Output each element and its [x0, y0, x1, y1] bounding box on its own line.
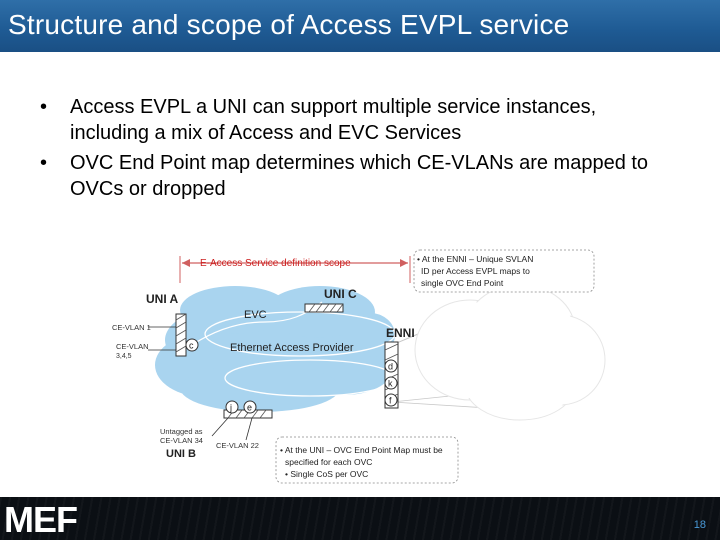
note-bottom-line-3: • Single CoS per OVC [285, 469, 368, 479]
title-bar: Structure and scope of Access EVPL servi… [0, 0, 720, 52]
uni-b-label: UNI B [166, 448, 196, 460]
footer-texture [0, 497, 720, 540]
bullet-marker: • [40, 150, 47, 176]
slide-title: Structure and scope of Access EVPL servi… [8, 9, 569, 41]
ce-vlan-22-line [246, 418, 252, 440]
bullet-list: • Access EVPL a UNI can support multiple… [40, 94, 680, 206]
network-diagram: E-Access Service definition scope EVC Et… [0, 240, 720, 496]
bullet-text: OVC End Point map determines which CE-VL… [70, 152, 648, 200]
page-number: 18 [694, 519, 706, 531]
note-bottom-line-2: specified for each OVC [285, 457, 372, 467]
untagged-label-1: Untagged as [160, 427, 203, 436]
provider-label: Ethernet Access Provider [230, 342, 354, 354]
note-top-line-3: single OVC End Point [421, 278, 504, 288]
untagged-label-2: CE-VLAN 34 [160, 436, 203, 445]
endpoint-j [226, 401, 238, 413]
bullet-text: Access EVPL a UNI can support multiple s… [70, 96, 596, 144]
note-top-line-1: • At the ENNI – Unique SVLAN [417, 254, 533, 264]
scope-arrowhead-right [400, 259, 408, 267]
ce-vlan-list-values: 3,4,5 [116, 353, 132, 360]
note-bottom-line-1: • At the UNI – OVC End Point Map must be [280, 445, 443, 455]
scope-arrowhead-left [182, 259, 190, 267]
enni-label: ENNI [386, 326, 415, 340]
bullet-item: • OVC End Point map determines which CE-… [40, 150, 680, 202]
note-top-line-2: ID per Access EVPL maps to [421, 266, 530, 276]
endpoint-j-label: j [229, 403, 232, 413]
ce-vlan-22-label: CE-VLAN 22 [216, 441, 259, 450]
uni-a-label: UNI A [146, 292, 179, 306]
scope-label: E-Access Service definition scope [200, 258, 351, 269]
bullet-item: • Access EVPL a UNI can support multiple… [40, 94, 680, 146]
ce-vlan-list-label: CE-VLAN [116, 342, 149, 351]
ce-vlan-1-label: CE-VLAN 1 [112, 323, 151, 332]
endpoint-c-label: c [189, 341, 194, 351]
bullet-marker: • [40, 94, 47, 120]
uni-c-label: UNI C [324, 287, 357, 301]
evc-label: EVC [244, 309, 267, 321]
untagged-line [212, 418, 228, 436]
endpoint-d-label: d [388, 362, 393, 372]
endpoint-k-label: k [388, 379, 393, 389]
endpoint-e-label: e [247, 403, 252, 413]
footer-bar: MEF 18 [0, 497, 720, 540]
mef-logo: MEF [4, 502, 77, 538]
